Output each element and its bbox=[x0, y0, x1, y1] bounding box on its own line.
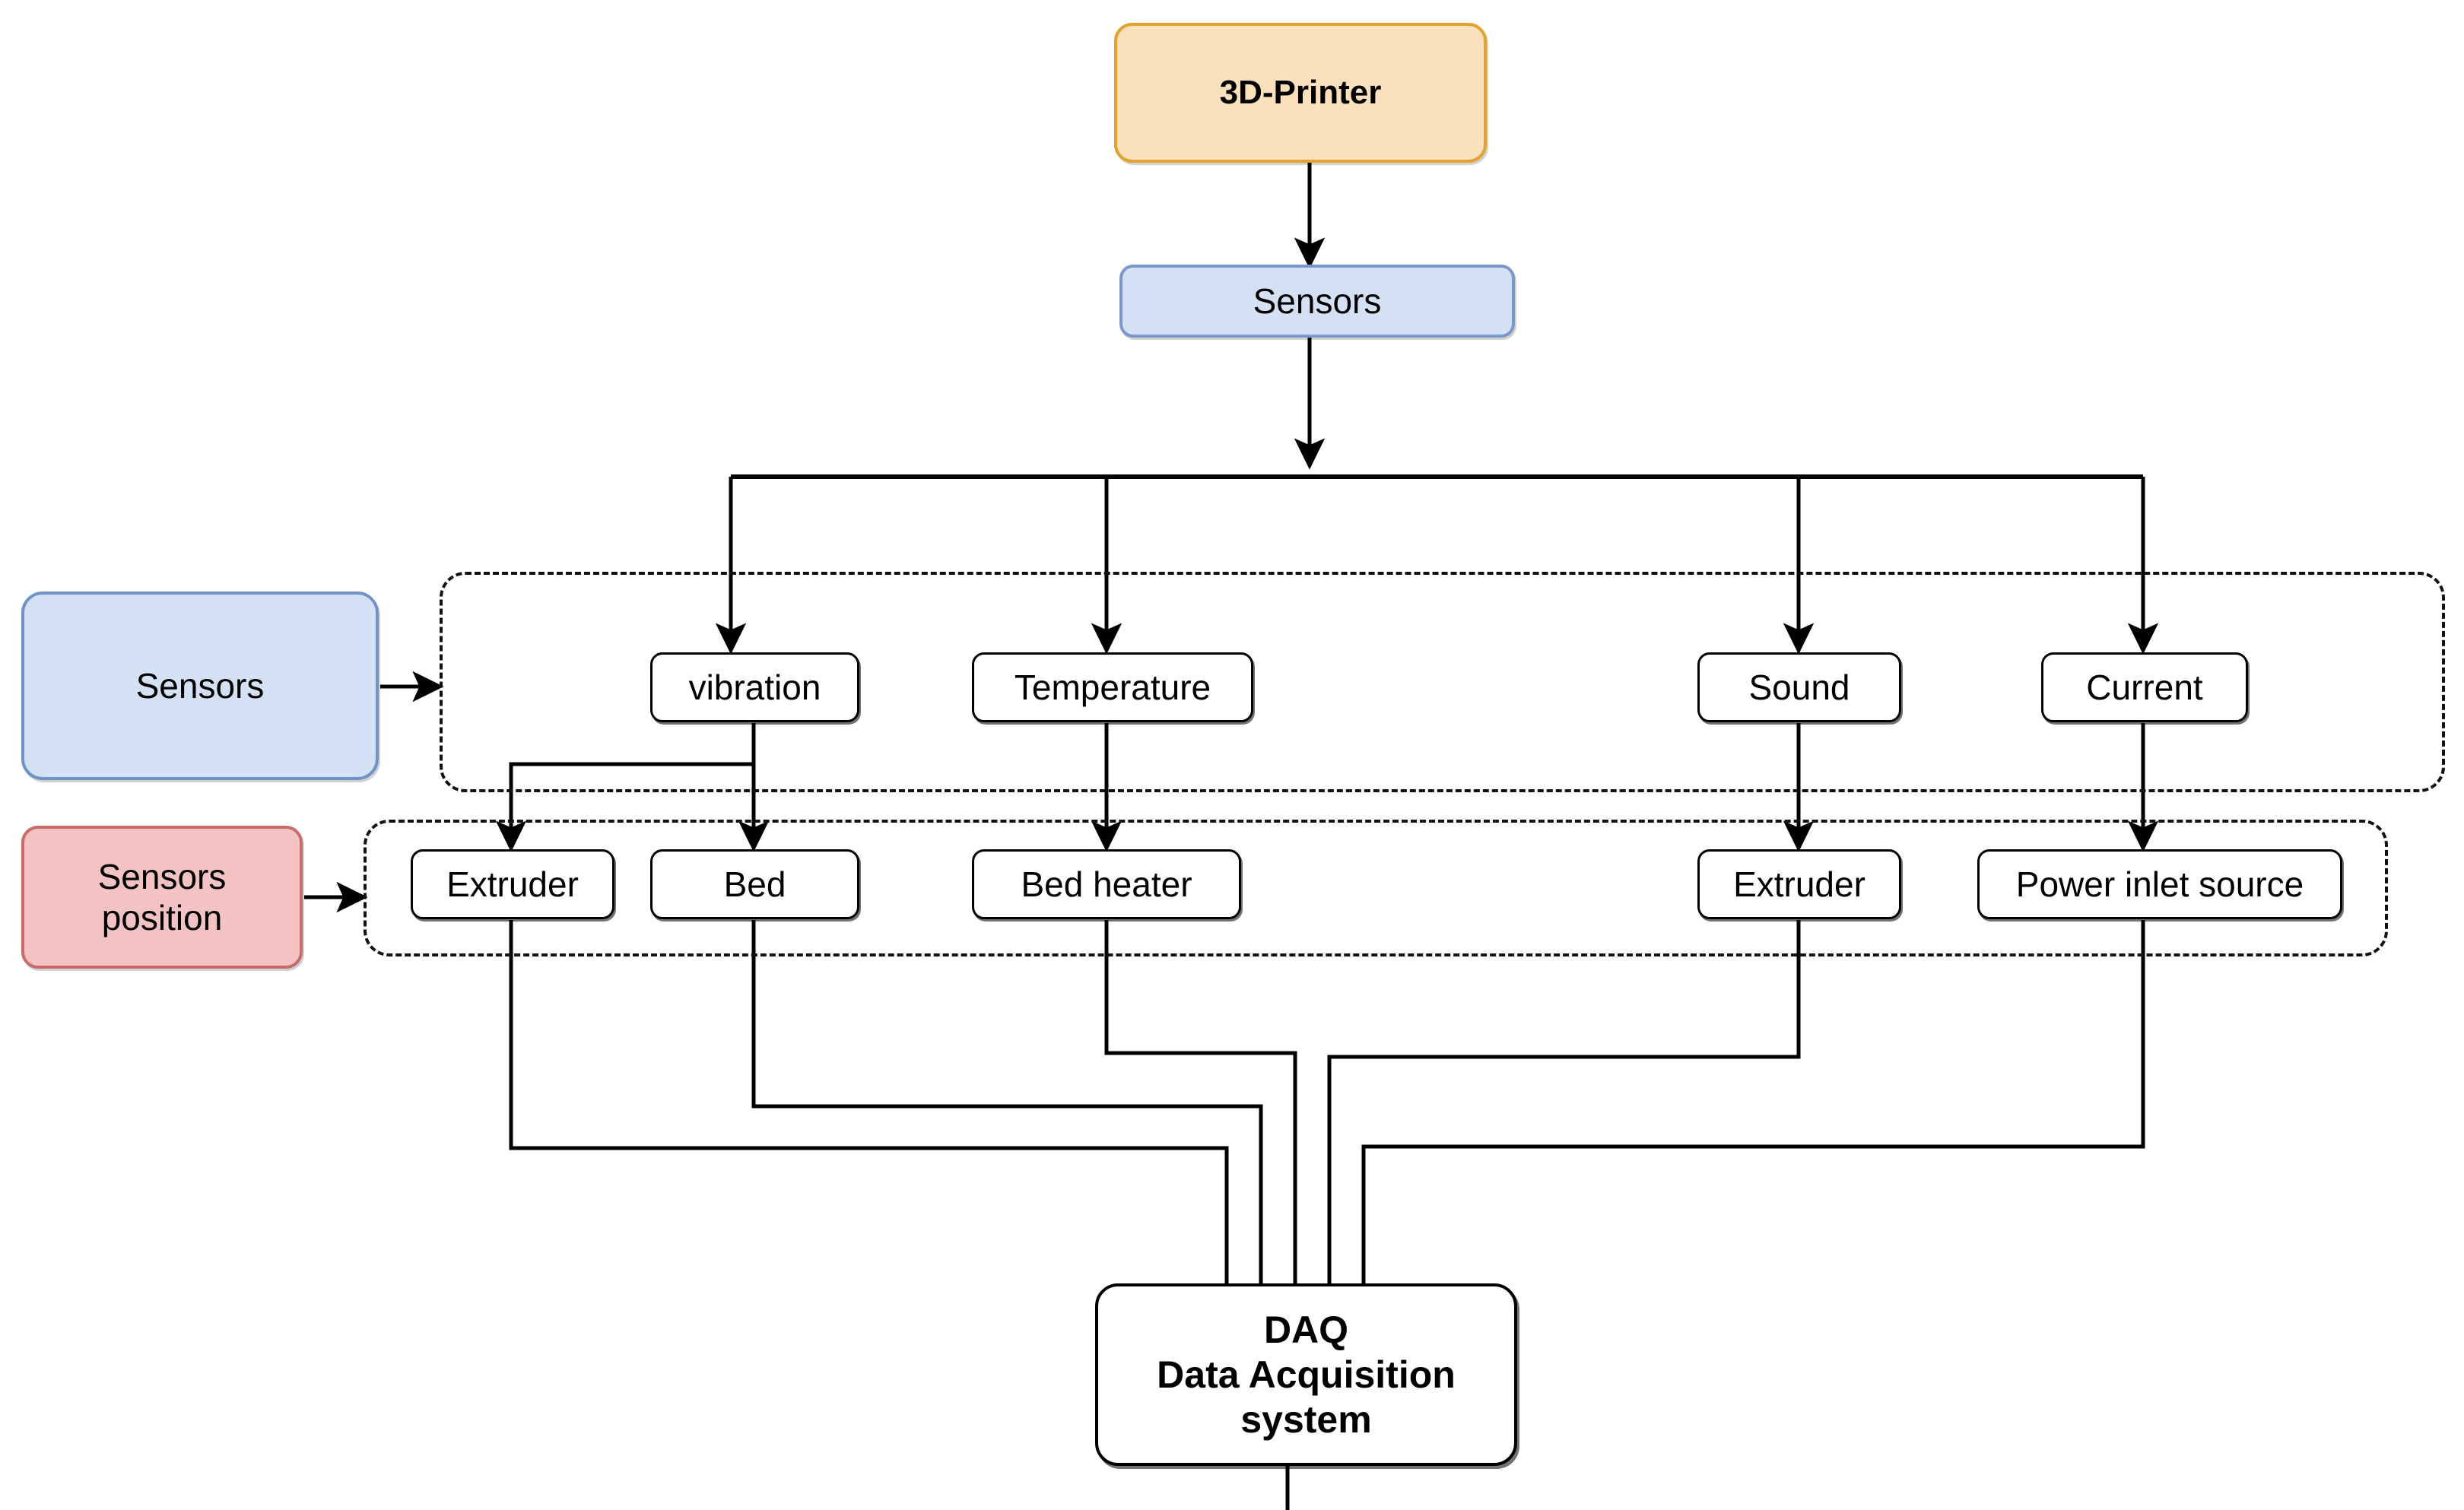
node-3d-printer[interactable]: 3D-Printer bbox=[1114, 23, 1487, 163]
node-daq[interactable]: DAQ Data Acquisition system bbox=[1095, 1283, 1517, 1466]
node-position-bed-heater-label: Bed heater bbox=[1021, 864, 1192, 904]
positions-group-container bbox=[364, 820, 2388, 956]
legend-sensors[interactable]: Sensors bbox=[21, 592, 379, 780]
node-daq-line3: system bbox=[1240, 1397, 1372, 1441]
node-sensor-sound-label: Sound bbox=[1748, 667, 1850, 707]
node-position-extruder-sound[interactable]: Extruder bbox=[1697, 849, 1901, 919]
node-sensor-vibration-label: vibration bbox=[688, 667, 821, 707]
node-daq-line1: DAQ bbox=[1263, 1308, 1349, 1351]
node-sensor-sound[interactable]: Sound bbox=[1697, 652, 1901, 722]
edge-extruder-sound-to-daq bbox=[1327, 920, 1801, 1283]
node-position-bed-label: Bed bbox=[723, 864, 786, 904]
edge-bed-to-daq bbox=[751, 920, 1263, 1283]
node-position-extruder-sound-label: Extruder bbox=[1733, 864, 1865, 904]
legend-sensors-position-line2: position bbox=[101, 898, 223, 937]
node-daq-line2: Data Acquisition bbox=[1157, 1353, 1456, 1396]
edge-bedheater-to-daq bbox=[1104, 920, 1297, 1283]
node-sensor-temperature-label: Temperature bbox=[1014, 667, 1211, 707]
node-sensors-label: Sensors bbox=[1253, 281, 1382, 321]
legend-sensors-position[interactable]: Sensors position bbox=[21, 826, 303, 969]
legend-sensors-position-line1: Sensors bbox=[97, 856, 227, 896]
node-sensors[interactable]: Sensors bbox=[1119, 265, 1515, 338]
node-position-bed[interactable]: Bed bbox=[650, 849, 859, 919]
node-sensor-current-label: Current bbox=[2086, 667, 2203, 707]
node-position-power-inlet-source[interactable]: Power inlet source bbox=[1977, 849, 2342, 919]
sensors-group-container bbox=[440, 572, 2445, 792]
node-sensor-vibration[interactable]: vibration bbox=[650, 652, 859, 722]
node-position-extruder-vibration[interactable]: Extruder bbox=[411, 849, 614, 919]
node-sensor-temperature[interactable]: Temperature bbox=[972, 652, 1253, 722]
node-3d-printer-label: 3D-Printer bbox=[1219, 74, 1382, 112]
edge-extruder-to-daq bbox=[509, 920, 1229, 1283]
edge-powerinlet-to-daq bbox=[1361, 920, 2145, 1283]
node-position-bed-heater[interactable]: Bed heater bbox=[972, 849, 1241, 919]
node-position-power-inlet-source-label: Power inlet source bbox=[2015, 864, 2304, 904]
node-position-extruder-vibration-label: Extruder bbox=[446, 864, 579, 904]
node-sensor-current[interactable]: Current bbox=[2041, 652, 2248, 722]
legend-sensors-label: Sensors bbox=[135, 665, 265, 706]
